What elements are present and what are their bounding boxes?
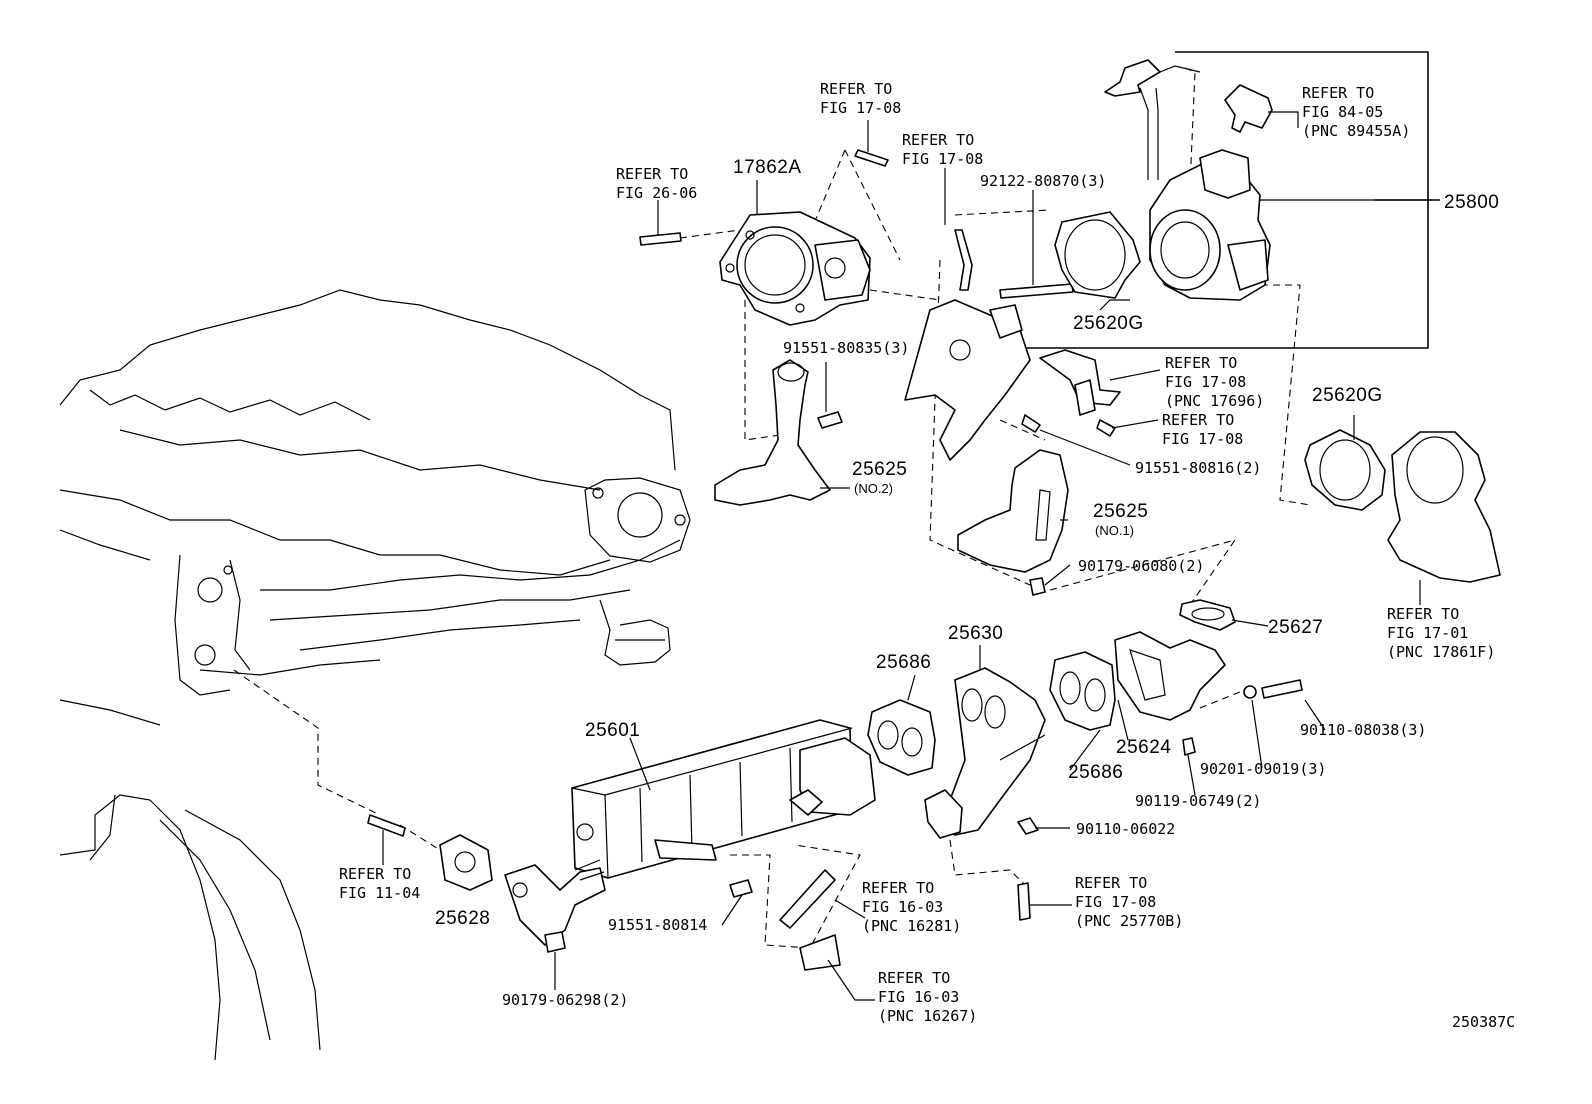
gasket-25620G-top [1054, 211, 1141, 299]
egr-cooler-25601 [571, 719, 876, 879]
bolt-90110-08038 [1261, 679, 1303, 699]
refer-fig-17-08-17696-line3: (PNC 17696) [1165, 392, 1265, 410]
part-number-25601: 25601 [585, 720, 641, 741]
refer-fig-17-08-25770b-line3: (PNC 25770B) [1075, 912, 1184, 930]
leader-lines [629, 120, 1355, 1001]
nut-90179-06080 [1029, 577, 1046, 596]
gasket-25620G-right [1304, 429, 1386, 511]
refer-fig-84-05-line3: (PNC 89455A) [1302, 122, 1411, 140]
part-number-25686-right: 25686 [1068, 762, 1124, 783]
outlet-pipe-17861F [1387, 431, 1501, 583]
flange-25624 [1114, 631, 1226, 721]
refer-fig-16-03-16267-line2: FIG 16-03 [878, 988, 960, 1006]
refer-fig-16-03-16267-line3: (PNC 16267) [878, 1007, 978, 1025]
gasket-25627 [1179, 599, 1236, 631]
bypass-valve-25630 [924, 667, 1046, 839]
part-suffix-no2: (NO.2) [854, 481, 893, 496]
refer-fig-84-05-line2: FIG 84-05 [1302, 103, 1384, 121]
fastener-90179-06080: 90179-06080(2) [1078, 557, 1205, 575]
refer-fig-26-06-line1: REFER TO [616, 165, 689, 183]
assembly-lines [233, 67, 1311, 949]
stud-92122 [999, 283, 1074, 299]
refer-fig-84-05-line1: REFER TO [1302, 84, 1375, 102]
refer-fig-17-01-line3: (PNC 17861F) [1387, 643, 1496, 661]
egr-valve-25800 [1149, 149, 1271, 301]
sensor-89455A [1224, 84, 1273, 133]
part-number-25686-left: 25686 [876, 652, 932, 673]
engine-block [59, 289, 691, 1061]
part-number-25800: 25800 [1444, 192, 1500, 213]
nut-90179-06298 [544, 931, 566, 953]
bolt-90119-06749 [1182, 737, 1196, 756]
hose-16267 [799, 934, 841, 971]
part-number-25627: 25627 [1268, 617, 1324, 638]
gasket-25628 [439, 834, 493, 891]
refer-fig-16-03-16281-line3: (PNC 16281) [862, 917, 962, 935]
refer-fig-17-01-line1: REFER TO [1387, 605, 1460, 623]
refer-fig-11-04-line1: REFER TO [339, 865, 412, 883]
refer-fig-16-03-16281-line2: FIG 16-03 [862, 898, 944, 916]
refer-fig-17-08-bolt-line1: REFER TO [1162, 411, 1235, 429]
fastener-91551-80814: 91551-80814 [608, 916, 708, 934]
figure-code: 250387C [1452, 1013, 1516, 1031]
gasket-25686-left [867, 699, 936, 776]
bracket-25625-no2 [714, 359, 831, 506]
egr-bracket-assembly [904, 299, 1121, 461]
refer-fig-17-08-17696-line2: FIG 17-08 [1165, 373, 1247, 391]
heat-shield-25625-no1 [957, 449, 1069, 573]
part-number-25628: 25628 [435, 908, 491, 929]
part-number-25625-no2: 25625 [852, 459, 908, 480]
refer-fig-17-08-hose-line2: FIG 17-08 [902, 150, 984, 168]
refer-fig-16-03-16281-line1: REFER TO [862, 879, 935, 897]
bolt-91551-80814 [729, 879, 753, 898]
part-number-25620G-right: 25620G [1312, 385, 1383, 406]
part-suffix-no1: (NO.1) [1095, 523, 1134, 538]
throttle-body-17862A [719, 211, 871, 326]
refer-fig-11-04-line2: FIG 11-04 [339, 884, 421, 902]
part-number-25630: 25630 [948, 623, 1004, 644]
bolt-90110-06022 [1017, 817, 1039, 835]
fastener-91551-80816: 91551-80816(2) [1135, 459, 1262, 477]
fastener-91551-80835: 91551-80835(3) [783, 339, 910, 357]
stud-11-04 [367, 814, 406, 837]
fastener-90119-06749: 90119-06749(2) [1135, 792, 1262, 810]
bolt-91551-80816-b [1096, 419, 1116, 437]
part-number-25625-no1: 25625 [1093, 501, 1149, 522]
hose-segment-top [854, 149, 889, 167]
refer-fig-17-08-top-line1: REFER TO [820, 80, 893, 98]
fastener-90110-08038: 90110-08038(3) [1300, 721, 1427, 739]
bolt-91551-80816-a [1021, 414, 1041, 433]
washer-90201-09019 [1243, 685, 1257, 699]
hose-16281 [779, 869, 836, 929]
fastener-90201-09019: 90201-09019(3) [1200, 760, 1327, 778]
refer-fig-17-08-hose-line1: REFER TO [902, 131, 975, 149]
part-number-25620G-top: 25620G [1073, 313, 1144, 334]
refer-fig-26-06-line2: FIG 26-06 [616, 184, 698, 202]
refer-fig-17-01-line2: FIG 17-01 [1387, 624, 1469, 642]
refer-fig-17-08-17696-line1: REFER TO [1165, 354, 1238, 372]
fastener-90179-06298: 90179-06298(2) [502, 991, 629, 1009]
inlet-pipe [504, 859, 606, 946]
refer-fig-17-08-25770b-line1: REFER TO [1075, 874, 1148, 892]
refer-fig-17-08-bolt-line2: FIG 17-08 [1162, 430, 1244, 448]
gasket-25686-right [1049, 651, 1116, 731]
hose-segment-bend [954, 229, 973, 291]
part-number-17862A: 17862A [733, 157, 802, 178]
part-number-25624: 25624 [1116, 737, 1172, 758]
bolt-91551-80835 [817, 411, 843, 429]
refer-fig-17-08-top-line2: FIG 17-08 [820, 99, 902, 117]
stud-26-06 [639, 232, 682, 246]
refer-fig-16-03-16267-line1: REFER TO [878, 969, 951, 987]
fastener-90110-06022: 90110-06022 [1076, 820, 1176, 838]
fastener-92122-80870: 92122-80870(3) [980, 172, 1107, 190]
hose-25770B [1017, 882, 1031, 921]
vacuum-hose [1104, 59, 1161, 97]
refer-fig-17-08-25770b-line2: FIG 17-08 [1075, 893, 1157, 911]
